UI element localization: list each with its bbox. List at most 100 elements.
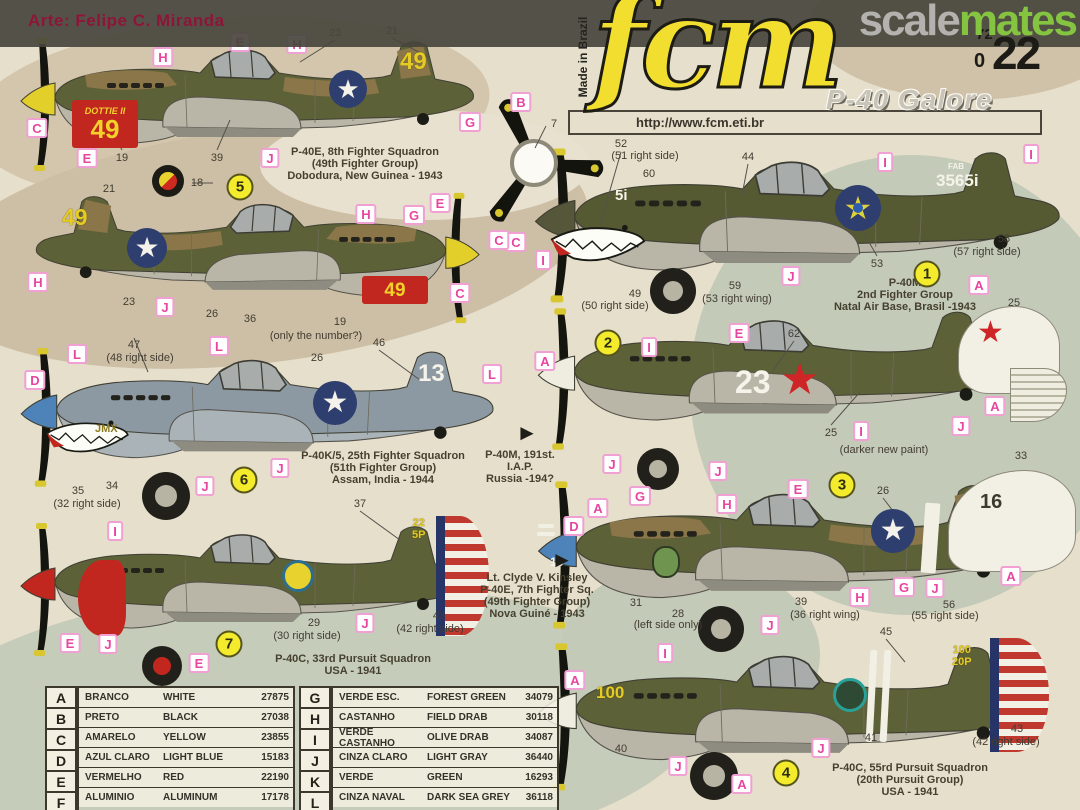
color-name-pt: AZUL CLARO: [85, 752, 150, 763]
caption-line: (49th Fighter Group): [483, 596, 591, 609]
nose-number: 16: [550, 555, 564, 569]
decal-letter-marker: A: [731, 774, 753, 794]
decal-letter-marker: L: [482, 364, 502, 384]
aircraft-caption: P-40E, 8th Fighter Squadron(49th Fighter…: [287, 146, 442, 182]
decal-number-callout: 19: [115, 152, 129, 164]
decal-number-callout: 49: [628, 288, 642, 300]
color-code: E: [45, 771, 77, 792]
decal-letter-marker: D: [24, 370, 46, 390]
decal-letter-marker: J: [195, 476, 215, 496]
tail-prefix: FAB: [948, 162, 964, 171]
made-in-brazil-label: Made in Brazil: [576, 16, 590, 98]
decal-letter-marker: I: [877, 152, 893, 172]
color-name-pt: BRANCO: [85, 692, 129, 703]
decal-letter-marker: H: [716, 494, 738, 514]
decal-letter-marker: A: [587, 498, 609, 518]
us-star-roundel: ★: [313, 381, 357, 425]
decal-number-callout: (left side only): [633, 619, 703, 631]
us-star-roundel: ★: [329, 70, 367, 108]
decal-letter-marker: C: [505, 232, 527, 252]
color-name-en: DARK SEA GREY: [427, 792, 510, 803]
landing-gear-wheel: [650, 268, 696, 314]
decal-number-callout: 47: [127, 339, 141, 351]
decal-letter-marker: H: [152, 47, 174, 67]
decal-number-callout: (36 right wing): [790, 609, 860, 621]
color-code: D: [45, 750, 77, 771]
color-code: I: [299, 729, 331, 750]
decal-letter-marker: J: [270, 458, 290, 478]
decal-number-callout: 26: [876, 485, 890, 497]
color-code: B: [45, 708, 77, 729]
scheme-number-badge: 6: [230, 466, 258, 494]
decal-letter-marker: E: [728, 323, 750, 343]
fin-line1: 22: [412, 517, 425, 529]
color-code: J: [299, 750, 331, 771]
color-name-en: RED: [163, 772, 185, 783]
tail-number: 13: [418, 360, 445, 387]
color-code: K: [299, 771, 331, 792]
color-name-en: FIELD DRAB: [427, 712, 488, 723]
color-code: G: [299, 686, 331, 708]
color-name-pt: VERDE: [339, 772, 374, 783]
caption-line: (51th Fighter Group): [329, 462, 437, 475]
rear-number: 49: [384, 279, 406, 301]
decal-letter-marker: A: [564, 670, 586, 690]
color-fs-number: 17178: [261, 792, 289, 803]
caption-line: P-40C, 33rd Pursuit Squadron: [275, 653, 431, 665]
caption-line: USA - 1941: [881, 786, 939, 799]
decal-letter-marker: A: [534, 351, 556, 371]
shark-mouth: [548, 222, 648, 270]
caption-line: Natal Air Base, Brasil -1943: [833, 301, 977, 314]
decal-number-callout: 7: [550, 118, 558, 130]
decal-letter-marker: L: [209, 336, 229, 356]
decal-letter-marker: J: [760, 615, 780, 635]
caption-line: 2nd Fighter Group: [857, 289, 953, 302]
decal-letter-marker: A: [968, 275, 990, 295]
nose-panel-dottie: DOTTIE II 49: [72, 100, 138, 148]
tail-number: 49: [400, 48, 427, 75]
decal-number-callout: 19: [333, 316, 347, 328]
decal-letter-marker: J: [98, 634, 118, 654]
scheme-number-badge: 3: [828, 471, 856, 499]
watermark-bar: [0, 0, 1080, 47]
scheme-number-badge: 5: [226, 173, 254, 201]
decal-number-callout: 56: [942, 599, 956, 611]
website-url: http://www.fcm.eti.br: [636, 115, 765, 130]
decal-letter-marker: L: [67, 344, 87, 364]
decal-number-callout: 26: [310, 352, 324, 364]
decal-letter-marker: H: [355, 204, 377, 224]
red-star-icon: ★: [977, 316, 1004, 349]
landing-gear-wheel: [142, 472, 190, 520]
decal-number-callout: 43: [432, 610, 446, 622]
fcm-logo: fcm: [590, 0, 845, 117]
color-fs-number: 36440: [525, 752, 553, 763]
decal-number-callout: 35: [71, 485, 85, 497]
color-name-pt: VERDE CASTANHO: [339, 726, 395, 749]
decal-letter-marker: I: [657, 643, 673, 663]
decal-letter-marker: J: [811, 738, 831, 758]
decal-number-callout: 18: [190, 177, 204, 189]
fuselage-number: 23: [735, 364, 771, 400]
striped-rudder: [436, 516, 489, 636]
decal-number-callout: 28: [671, 608, 685, 620]
decal-number-callout: 31: [629, 597, 643, 609]
letter-column: A B C D E F: [45, 686, 77, 810]
decal-letter-marker: C: [488, 230, 510, 250]
decal-letter-marker: J: [602, 454, 622, 474]
decal-number-callout: 37: [353, 498, 367, 510]
rear-panel: 49: [362, 276, 428, 304]
decal-letter-marker: G: [458, 112, 482, 132]
decal-letter-marker: J: [708, 461, 728, 481]
decal-letter-marker: E: [787, 479, 809, 499]
color-fs-number: 34087: [525, 732, 553, 743]
